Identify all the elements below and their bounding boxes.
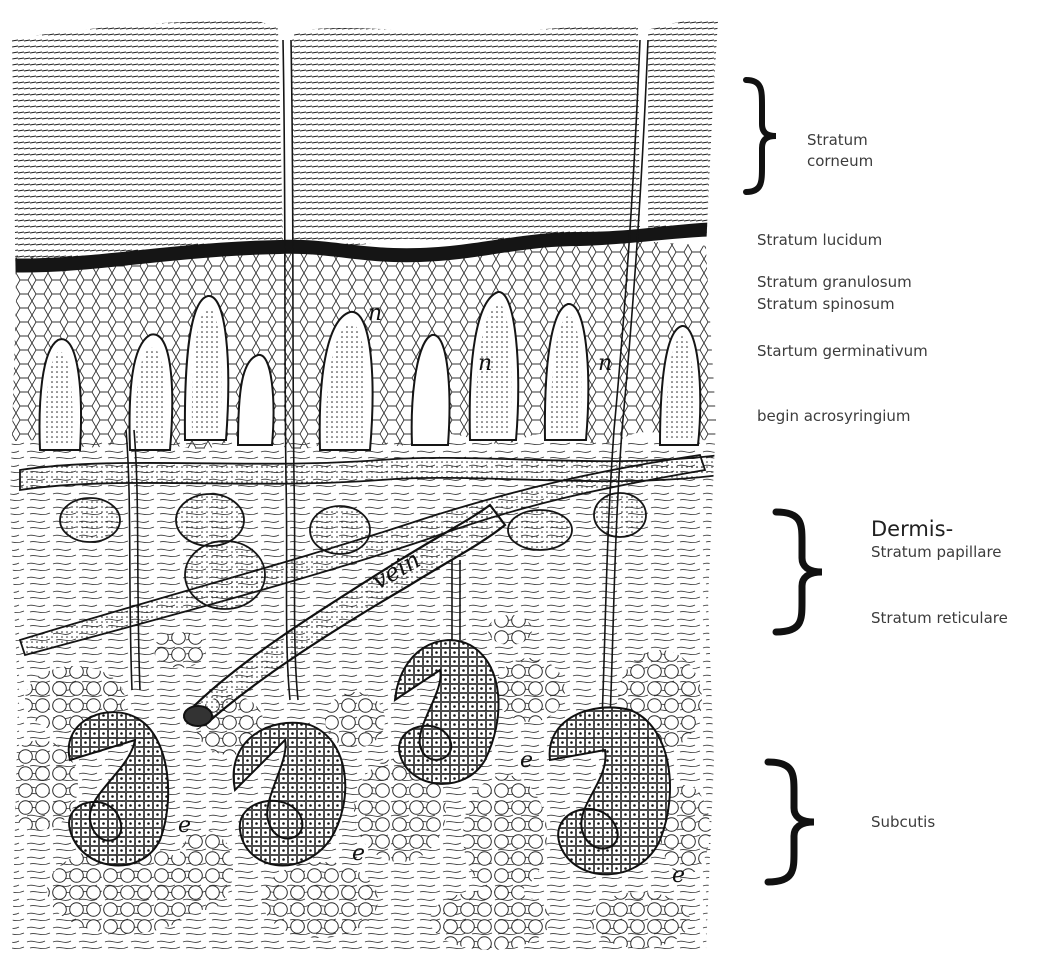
stratum-germinativum-label: Startum germinativum	[757, 340, 928, 362]
e-label: e	[520, 748, 533, 773]
stratum-granulosum-label: Stratum granulosum	[757, 271, 912, 293]
e-label: e	[178, 813, 191, 838]
n-label: n	[478, 351, 492, 376]
e-label: e	[672, 863, 685, 888]
subcutis-brace	[760, 758, 830, 886]
n-label: n	[598, 351, 612, 376]
stratum-reticulare-label: Stratum reticulare	[871, 607, 1008, 629]
stratum-lucidum-label: Stratum lucidum	[757, 229, 882, 251]
subcutis-label: Subcutis	[871, 811, 935, 833]
dermis-brace	[768, 508, 838, 636]
stratum-corneum-label-line1: Stratum	[807, 129, 868, 151]
corneum-brace	[736, 76, 786, 196]
stratum-papillare-label: Stratum papillare	[871, 541, 1002, 563]
dermis-label: Dermis-	[871, 516, 953, 542]
n-label: n	[368, 301, 382, 326]
acrosyringium-label: begin acrosyringium	[757, 405, 911, 427]
e-label: e	[352, 841, 365, 866]
stratum-spinosum-label: Stratum spinosum	[757, 293, 895, 315]
stratum-corneum-label-line2: corneum	[807, 150, 873, 172]
